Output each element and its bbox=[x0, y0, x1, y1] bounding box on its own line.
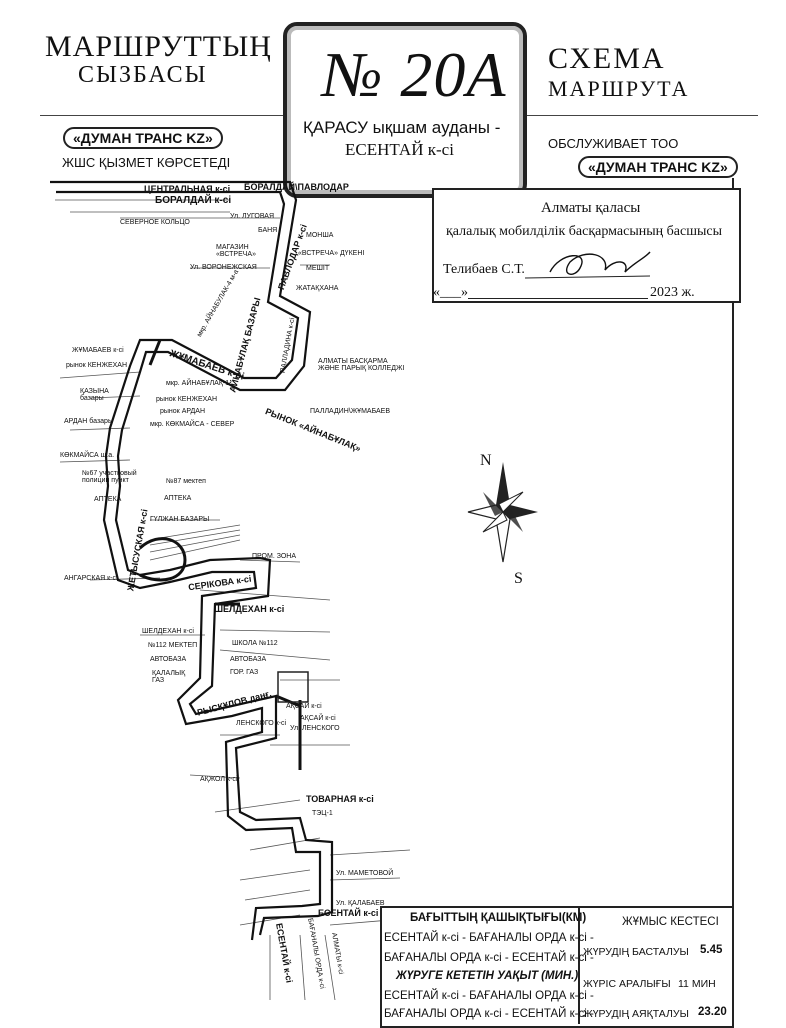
header-title-kz-line2: СЫЗБАСЫ bbox=[78, 62, 208, 88]
map-label-lugovaya: Ул. ЛУГОВАЯ bbox=[230, 213, 274, 220]
header-title-ru-line1: СХЕМА bbox=[548, 42, 666, 75]
map-label-sheldekhan: ШЕЛДЕХАН к-сі bbox=[214, 604, 285, 614]
map-label-monsha: МОНША bbox=[306, 232, 334, 239]
map-label-borallday: БОРАЛДАЙ к-сі bbox=[155, 195, 232, 206]
map-label-esentai: ЕСЕНТАЙ к-сі bbox=[318, 908, 379, 918]
map-label-mektep112: №112 МЕКТЕП bbox=[148, 642, 198, 649]
operator-badge-right: «ДУМАН ТРАНС KZ» bbox=[578, 156, 738, 178]
schedule-table-divider bbox=[578, 906, 580, 1024]
route-description-line1: ҚАРАСУ ықшам ауданы - bbox=[303, 118, 501, 137]
map-label-borallday-pavlodar: БОРАЛДАЙ\ПАВЛОДАР bbox=[244, 182, 349, 192]
map-label-vstrecha: «ВСТРЕЧА» ДҮКЕНІ bbox=[298, 250, 365, 257]
map-label-magazin: МАГАЗИН «ВСТРЕЧА» bbox=[216, 244, 256, 258]
compass-south-label: S bbox=[514, 570, 523, 587]
map-label-avtobaza: АВТОБАЗА bbox=[150, 656, 187, 663]
start-value: 5.45 bbox=[700, 944, 723, 956]
start-label: ЖҮРУДІҢ БАСТАЛУЫ bbox=[583, 946, 689, 958]
map-label-meshit: МЕШІТ bbox=[306, 265, 330, 272]
interval-value: 11 МИН bbox=[678, 978, 716, 990]
map-label-police: №67 участковый полиции пункт bbox=[82, 470, 137, 484]
map-label-lenskogo: ЛЕНСКОГО к-сі bbox=[236, 720, 287, 727]
end-value: 23.20 bbox=[698, 1006, 727, 1018]
approval-year: 2023 ж. bbox=[650, 285, 695, 300]
compass-rose bbox=[467, 462, 538, 563]
map-label-kazyna: ҚАЗЫНА базары bbox=[80, 388, 109, 402]
operator-badge-left: «ДУМАН ТРАНС KZ» bbox=[63, 127, 223, 149]
map-label-rynok-kenzhekhan: рынок КЕНЖЕХАН bbox=[66, 362, 128, 369]
map-label-rynok-kenzhekhan-2: рынок КЕНЖЕХАН bbox=[156, 396, 218, 403]
map-label-no87: №87 мектеп bbox=[166, 478, 206, 485]
street-lines bbox=[55, 199, 411, 1001]
map-label-lenskogo2: Ул. ЛЕНСКОГО bbox=[290, 725, 340, 732]
operator-caption-left: ЖШС ҚЫЗМЕТ КӨРСЕТЕДІ bbox=[62, 155, 231, 170]
header-title-ru-line2: МАРШРУТА bbox=[548, 76, 690, 101]
time-header: ЖҮРУГЕ КЕТЕТІН УАҚЫТ (МИН.) bbox=[396, 970, 579, 982]
header-title-kz-line1: МАРШРУТТЫҢ bbox=[45, 30, 272, 63]
map-label-akzhol: АҚЖОЛ к-сі bbox=[200, 776, 238, 783]
map-label-apteka2: АПТЕКА bbox=[164, 495, 192, 502]
time-line1: ЕСЕНТАЙ к-сі - БАҒАНАЛЫ ОРДА к-сі - bbox=[384, 990, 594, 1002]
map-label-avtobaza2: АВТОБАЗА bbox=[230, 656, 267, 663]
map-label-kalabai: Ул. ҚАЛАБАЕВ bbox=[336, 900, 385, 907]
map-label-zhumabaev-left: ЖҰМАБАЕВ к-сі bbox=[72, 347, 124, 354]
approval-city: Алматы қаласы bbox=[541, 200, 641, 216]
map-label-kokmaisa: КӨКМАЙСА ш.а. bbox=[60, 452, 115, 459]
map-label-sernaya: СЕВЕРНОЕ КОЛЬЦО bbox=[120, 219, 190, 226]
approval-date: «___» bbox=[433, 285, 468, 300]
map-label-kokmaisa-sever: мкр. КӨКМАЙСА - СЕВЕР bbox=[150, 421, 235, 428]
map-label-kalalyk-gaz: ҚАЛАЛЫҚ ГАЗ bbox=[152, 670, 186, 684]
map-label-zhatakhana: ЖАТАҚХАНА bbox=[296, 285, 339, 292]
map-label-rynok-ardan: рынок АРДАН bbox=[160, 408, 206, 415]
map-label-prom-zona: ПРОМ. ЗОНА bbox=[252, 553, 297, 560]
map-label-ardan-bazary: АРДАН базары bbox=[64, 418, 113, 425]
route-number: № 20А bbox=[322, 39, 507, 110]
end-label: ЖҮРУДІҢ АЯҚТАЛУЫ bbox=[583, 1008, 689, 1020]
map-label-angarskaya: АНГАРСКАЯ к-сі bbox=[64, 575, 118, 582]
approval-signer: Телибаев С.Т. bbox=[443, 262, 525, 277]
map-label-palladin-zhumabaev: ПАЛЛАДИН\ЖҰМАБАЕВ bbox=[310, 408, 391, 415]
work-schedule-header: ЖҰМЫС КЕСТЕСІ bbox=[622, 916, 719, 928]
map-label-centralnaya: ЦЕНТРАЛЬНАЯ к-сі bbox=[144, 184, 231, 194]
route-number-box bbox=[283, 22, 527, 198]
map-label-mametova: Ул. МАМЕТОВОЙ bbox=[336, 870, 394, 877]
date-line bbox=[468, 298, 648, 299]
approval-department: қалалық мобилділік басқармасының басшысы bbox=[446, 224, 723, 239]
interval-label: ЖҮРІС АРАЛЫҒЫ bbox=[583, 978, 671, 990]
map-label-sheldekhan2: ШЕЛДЕХАН к-сі bbox=[142, 628, 194, 635]
map-label-aksai: АҚСАЙ к-сі bbox=[286, 703, 322, 710]
distance-line2: БАҒАНАЛЫ ОРДА к-сі - ЕСЕНТАЙ к-сі - bbox=[384, 952, 594, 964]
map-label-gor-gaz: ГОР. ГАЗ bbox=[230, 669, 259, 676]
map-label-voroshezhskaya: Ул. ВОРОНЕЖСКАЯ bbox=[190, 264, 257, 271]
distance-header: БАҒЫТТЫҢ ҚАШЫҚТЫҒЫ(КМ) bbox=[410, 912, 587, 924]
map-label-tovarnaya: ТОВАРНАЯ к-сі bbox=[306, 794, 374, 804]
operator-caption-right: ОБСЛУЖИВАЕТ ТОО bbox=[548, 136, 679, 151]
signature bbox=[524, 251, 651, 279]
map-frame bbox=[40, 178, 734, 1021]
map-label-aksai2: АҚСАЙ к-сі bbox=[300, 715, 336, 722]
route-path bbox=[50, 180, 334, 941]
route-description-line2: ЕСЕНТАЙ к-сі bbox=[345, 140, 454, 159]
map-label-banya: БАНЯ bbox=[258, 227, 278, 234]
map-label-shkola112: ШКОЛА №112 bbox=[232, 640, 278, 647]
time-line2: БАҒАНАЛЫ ОРДА к-сі - ЕСЕНТАЙ к-сі - bbox=[384, 1008, 594, 1020]
distance-line1: ЕСЕНТАЙ к-сі - БАҒАНАЛЫ ОРДА к-сі - bbox=[384, 932, 594, 944]
map-label-gulzhan: ГҮЛЖАН БАЗАРЫ bbox=[150, 516, 210, 523]
compass-north-label: N bbox=[480, 452, 492, 469]
map-label-apteka: АПТЕКА bbox=[94, 496, 122, 503]
map-label-tec1: ТЭЦ-1 bbox=[312, 810, 333, 817]
approval-box bbox=[432, 188, 741, 303]
map-label-ainabulak1: мкр. АЙНАБҰЛАҚ-1 bbox=[166, 380, 230, 387]
map-label-almaty-college: АЛМАТЫ БАСҚАРМА ЖӘНЕ ПАРЫҚ КОЛЛЕДЖІ bbox=[318, 358, 405, 372]
